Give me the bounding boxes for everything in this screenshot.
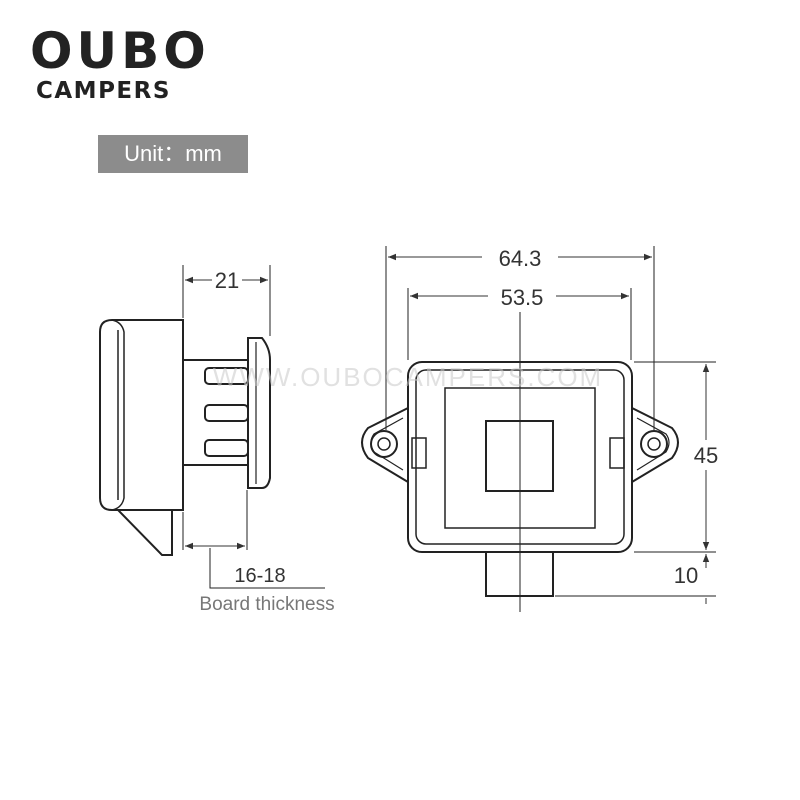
brand-sub: CAMPERS — [36, 78, 171, 104]
brand-name: OUBO — [30, 22, 210, 80]
total-width-dim: 64.3 — [499, 246, 542, 271]
left-mount-ear — [361, 407, 409, 483]
body-width-dim: 53.5 — [501, 285, 544, 310]
board-thickness-label: Board thickness — [199, 594, 334, 615]
unit-label: Unit：mm — [98, 135, 248, 173]
bottom-height-dim: 10 — [674, 563, 698, 588]
side-wedge — [115, 509, 173, 556]
brand-logo: OUBO CAMPERS — [30, 22, 210, 104]
watermark: WWW.OUBOCAMPERS.COM — [213, 362, 603, 392]
right-mount-ear — [631, 407, 679, 483]
side-view — [99, 265, 325, 589]
side-housing — [99, 319, 184, 511]
side-plate — [247, 337, 271, 489]
board-thickness-dim: 16-18 — [234, 565, 285, 587]
front-view — [361, 246, 716, 612]
side-shaft — [182, 359, 248, 466]
side-width-dim: 21 — [215, 268, 239, 293]
height-dim: 45 — [694, 443, 718, 468]
